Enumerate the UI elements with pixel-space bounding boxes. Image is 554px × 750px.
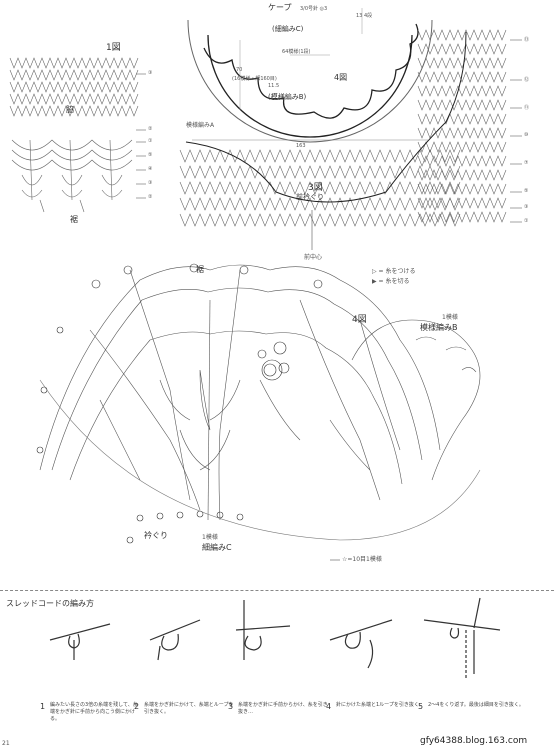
cape-left-note2: 11.5 bbox=[268, 83, 280, 89]
fig1-title: 1図 bbox=[106, 43, 121, 53]
cape-stitch-count: 64模様(1段) bbox=[282, 49, 311, 55]
fig3-row-mark: ③ bbox=[524, 204, 529, 210]
fig3-center-label: 前中心 bbox=[304, 254, 323, 261]
fig3-row-mark: ① bbox=[524, 218, 529, 224]
fig4-c-label: 細編みC bbox=[202, 543, 232, 552]
cape-b-label: (模様編みB) bbox=[268, 93, 307, 101]
fig3-row-mark: ⑫ bbox=[524, 77, 530, 83]
legend-attach: ▷ = 糸をつける bbox=[372, 268, 416, 275]
step-2-text: 糸端をかぎ針にかけて、糸端とループを引き抜く。 bbox=[144, 702, 234, 715]
fig1-row-mark: ② bbox=[148, 194, 153, 200]
fig3-row-mark: ⑦ bbox=[524, 160, 529, 166]
thread-cord-title: スレッドコードの編み方 bbox=[6, 599, 94, 608]
fig1-row-mark: ③ bbox=[148, 180, 153, 186]
fig4-title: 4図 bbox=[352, 315, 367, 325]
fig4-neck-label: 衿ぐり bbox=[144, 531, 168, 540]
cape-top-right: 13 4段 bbox=[356, 13, 373, 19]
page-number: 21 bbox=[2, 740, 10, 747]
section-divider bbox=[0, 590, 554, 591]
fig1-row-mark: ④ bbox=[148, 166, 153, 172]
fig3-row-mark: ⑬ bbox=[524, 37, 530, 43]
step-2-num: 2 bbox=[134, 702, 140, 711]
fig1-side-label: 脇 bbox=[66, 105, 74, 114]
fig4-pattern-label: 模様編みB bbox=[420, 323, 458, 332]
fig3-pattern-label: 模様編みA bbox=[186, 122, 215, 129]
step-4-num: 4 bbox=[326, 702, 332, 711]
step-4-text: 針にかけた糸端と1ループを引き抜く。 bbox=[336, 702, 424, 708]
cape-bottom-num: 163 bbox=[296, 143, 306, 149]
fig1-row-mark: ③ bbox=[148, 70, 153, 76]
step-5-num: 5 bbox=[418, 702, 424, 711]
fig4-hem-label: 裾 bbox=[196, 265, 204, 274]
cape-left-note: (16模様・細160目) bbox=[232, 76, 277, 82]
fig4-repeat-label: 1模様 bbox=[442, 314, 458, 321]
cape-fig4-ref: 4図 bbox=[334, 73, 348, 82]
step-1-text: 編みたい長さの3倍の糸端を残して、糸端をかぎ針に手前から向こう側にかける。 bbox=[50, 702, 138, 722]
legend-cut: ▶ = 糸を切る bbox=[372, 278, 410, 285]
fig1-row-mark: ⑤ bbox=[148, 152, 153, 158]
fig3-title: 3図 bbox=[308, 183, 323, 193]
step-1-num: 1 bbox=[40, 702, 46, 711]
fig4-repeat-note: ☆=10目1模様 bbox=[342, 556, 382, 563]
step-3-text: 糸端をかぎ針に手前からかけ、糸を引き抜き… bbox=[238, 702, 328, 715]
cape-title: ケープ bbox=[268, 3, 292, 12]
fig3-row-mark: ⑤ bbox=[524, 188, 529, 194]
fig1-row-mark: ② bbox=[148, 126, 153, 132]
watermark: gfy64388.blog.163.com bbox=[420, 736, 528, 746]
step-3-num: 3 bbox=[228, 702, 234, 711]
cape-left-num: 70 bbox=[236, 67, 243, 73]
step-5-text: 2〜4をくり返す。最後は細目を引き抜く。 bbox=[428, 702, 524, 708]
cape-subtitle: 3/0号針 ◎3 bbox=[300, 6, 328, 12]
cape-c-label: (細編みC) bbox=[272, 25, 304, 33]
fig1-bottom-label: 裾 bbox=[70, 215, 78, 224]
fig3-row-mark: ⑪ bbox=[524, 105, 530, 111]
fig3-row-mark: ⑩ bbox=[524, 132, 529, 138]
fig3-neck-label: 前衿ぐり bbox=[296, 193, 324, 201]
fig1-row-mark: ① bbox=[148, 138, 153, 144]
fig4-c-repeat: 1模様 bbox=[202, 534, 218, 541]
